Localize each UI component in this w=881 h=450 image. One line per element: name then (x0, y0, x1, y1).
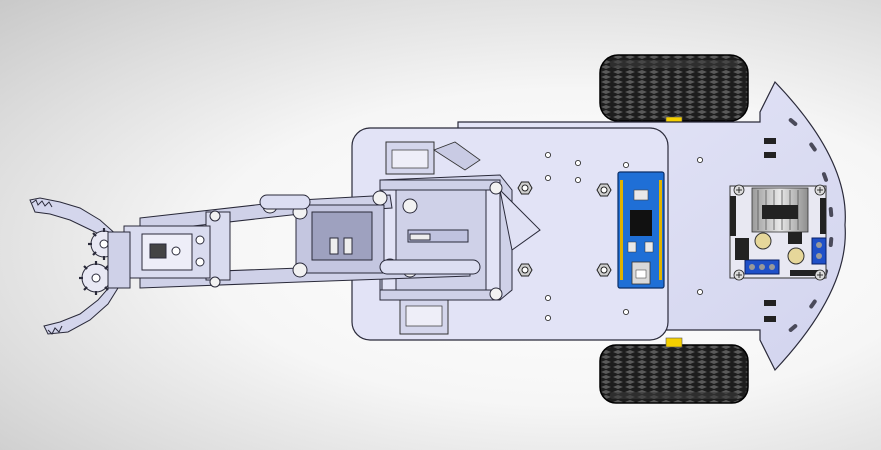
l298n-driver (729, 184, 827, 281)
robot-arm (139, 181, 503, 301)
capacitor (787, 247, 805, 265)
deck-holes (544, 151, 704, 322)
capacitor (754, 232, 772, 250)
servo-motor (385, 141, 481, 335)
screw-terminal (811, 237, 827, 265)
microcontroller-chip (630, 210, 652, 236)
tire-highlight (610, 392, 738, 399)
wrist-bracket (123, 225, 211, 279)
wheel-top (599, 54, 749, 126)
wheel-bottom (599, 337, 749, 404)
wheel-hub (665, 337, 683, 348)
standoff-nuts (517, 181, 612, 277)
mount-slots (764, 138, 776, 322)
tire-highlight (610, 60, 738, 68)
gripper-claw (29, 197, 131, 335)
arduino-nano (617, 171, 665, 289)
